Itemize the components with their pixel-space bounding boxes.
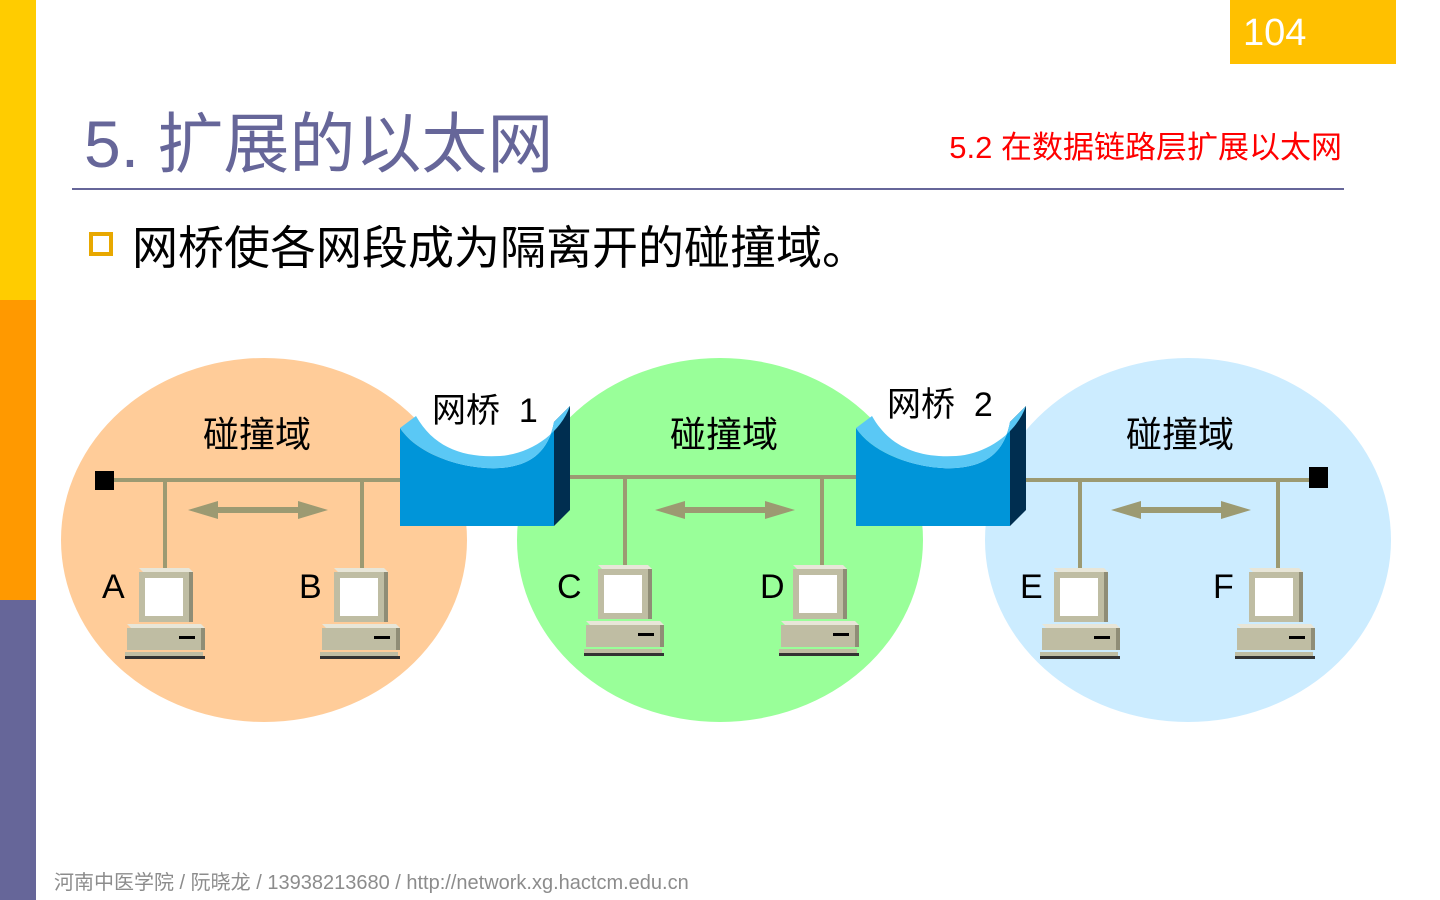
station-label-a: A: [102, 568, 125, 606]
collision-domain-label-1: 碰撞域: [203, 414, 311, 455]
title-divider: [72, 188, 1344, 190]
bridge-label-2: 网桥 2: [887, 386, 993, 424]
bridge-label-1: 网桥 1: [432, 392, 538, 430]
collision-domain-ellipse-1: [61, 358, 467, 722]
footer-credits: 河南中医学院 / 阮晓龙 / 13938213680 / http://netw…: [54, 872, 689, 894]
terminator-right: [1309, 467, 1328, 488]
collision-domain-ellipse-3: [985, 358, 1391, 722]
sidebar-stripe-yellow: [0, 0, 36, 300]
terminator-left: [95, 471, 114, 490]
page-number: 104: [1230, 0, 1396, 64]
collision-domain-label-3: 碰撞域: [1126, 414, 1234, 455]
station-label-e: E: [1020, 568, 1043, 606]
collision-domain-label-2: 碰撞域: [670, 414, 778, 455]
bullet-text: 网桥使各网段成为隔离开的碰撞域。: [132, 222, 868, 274]
collision-domain-ellipse-2: [517, 358, 923, 722]
station-label-b: B: [299, 568, 322, 606]
bridge-2-icon: [856, 406, 1026, 526]
slide-title: 5. 扩展的以太网: [84, 107, 554, 181]
station-label-c: C: [557, 568, 582, 606]
section-subtitle: 5.2 在数据链路层扩展以太网: [949, 130, 1342, 165]
station-label-d: D: [760, 568, 785, 606]
station-label-f: F: [1213, 568, 1234, 606]
bullet-square-icon: [89, 232, 113, 256]
sidebar-stripe-orange: [0, 300, 36, 600]
sidebar-stripe-purple: [0, 600, 36, 900]
